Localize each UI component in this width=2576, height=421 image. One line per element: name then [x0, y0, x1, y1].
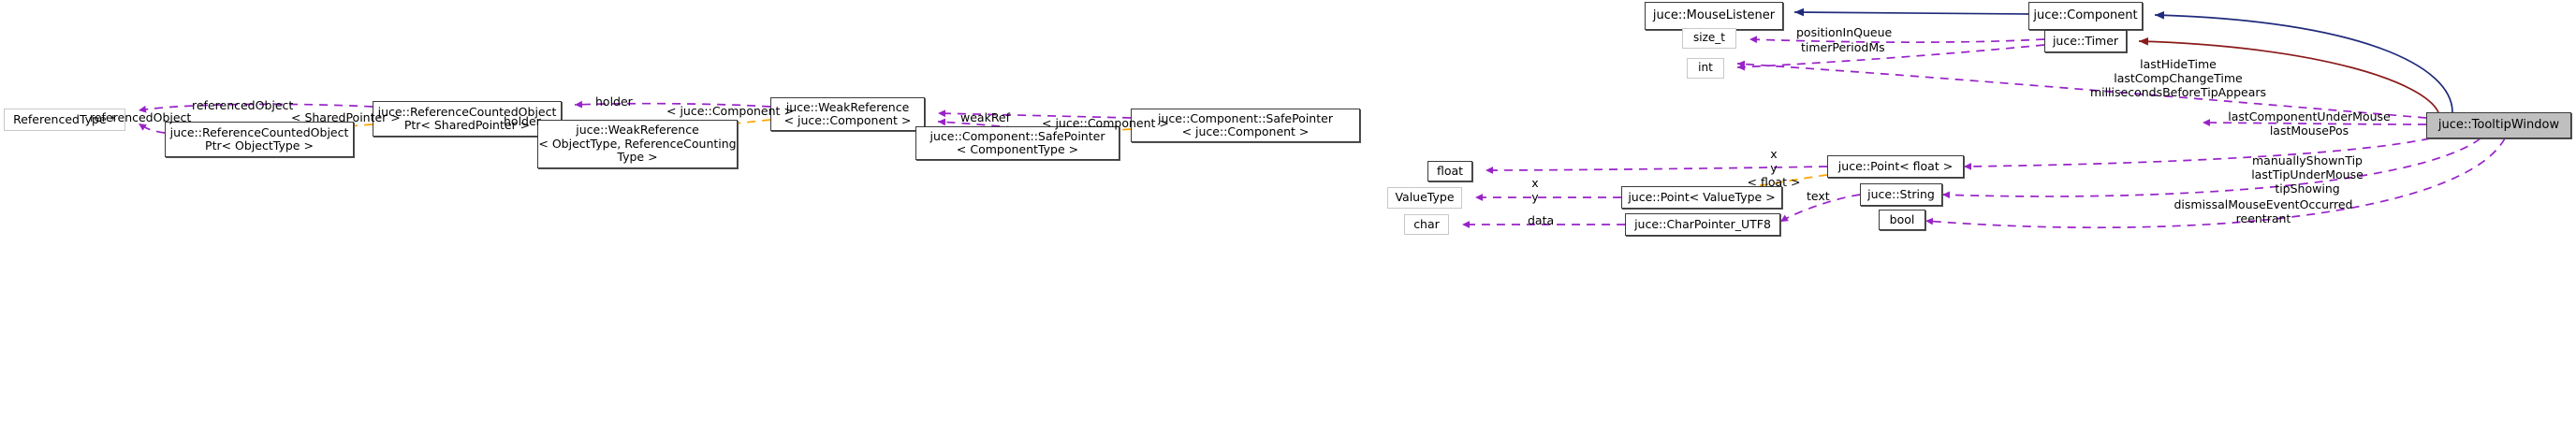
edge-timer-to-size_t [1749, 36, 2045, 44]
edge-label-lbl-referencedobject-top: referencedObject [192, 98, 294, 112]
node-bool[interactable]: bool [1879, 210, 1925, 230]
edge-label-lbl-lastcomponentundermouse: lastComponentUnderMouse lastMousePos [2228, 109, 2391, 138]
edge-tooltipwindow-to-bool [1925, 138, 2506, 229]
edge-label-lbl-holder-top: holder [595, 94, 633, 109]
node-point_float[interactable]: juce::Point< float > [1827, 155, 1964, 178]
edge-label-lbl-jcomponent-weakref: < juce::Component > [666, 104, 794, 118]
edge-string-to-charpointer [1779, 194, 1861, 223]
node-charpointer[interactable]: juce::CharPointer_UTF8 [1625, 213, 1780, 236]
node-int[interactable]: int [1687, 58, 1724, 79]
edge-label-lbl-xy-float: x y < float > [1747, 147, 1801, 189]
edge-label-lbl-dismissal: dismissalMouseEventOccurred reentrant [2174, 197, 2353, 225]
edge-timer-to-int [1736, 44, 2045, 71]
node-float[interactable]: float [1427, 161, 1472, 181]
edge-rcoptr-sharedpointer-to-referencedtype [138, 103, 373, 113]
node-rcoptr_object[interactable]: juce::ReferenceCountedObject Ptr< Object… [165, 122, 354, 157]
node-valuetype[interactable]: ValueType [1387, 187, 1462, 209]
edge-label-lbl-timerperiodms: timerPeriodMs [1801, 40, 1885, 54]
node-weakref_obj[interactable]: juce::WeakReference < ObjectType, Refere… [537, 120, 738, 168]
edge-component-to-mouselistener [1793, 7, 2029, 17]
edge-tooltipwindow-to-int [1736, 60, 2427, 119]
edge-tooltipwindow-to-pointfloat [1963, 138, 2431, 170]
node-referencedtype[interactable]: ReferencedType * [4, 109, 125, 131]
edge-tooltipwindow-to-timer [2138, 37, 2439, 113]
node-component[interactable]: juce::Component [2028, 2, 2143, 30]
edge-tooltipwindow-to-component [2154, 10, 2453, 113]
edge-label-lbl-data: data [1528, 213, 1555, 227]
node-string[interactable]: juce::String [1860, 183, 1942, 206]
edge-label-lbl-jcomponent-safeptr: < juce::Component > [1042, 116, 1169, 130]
edge-rcoptr-objecttype-to-referencedtype [138, 123, 166, 134]
node-timer[interactable]: juce::Timer [2044, 30, 2127, 52]
edge-label-lbl-text: text [1807, 189, 1830, 203]
edge-label-lbl-referencedobject-bot: referencedObject [90, 110, 192, 124]
edge-safepointer-component-to-weakreference-component [937, 109, 1132, 119]
edge-label-lbl-xy-valuetype: x y [1531, 176, 1539, 204]
edge-label-lbl-manuallyshowntip: manuallyShownTip lastTipUnderMouse tipSh… [2251, 153, 2364, 196]
node-point_valuetype[interactable]: juce::Point< ValueType > [1621, 186, 1782, 209]
node-tooltipwindow[interactable]: juce::TooltipWindow [2426, 112, 2571, 138]
node-safeptr_ct[interactable]: juce::Component::SafePointer < Component… [915, 126, 1120, 160]
usage-edges [138, 36, 2506, 229]
edge-label-lbl-holder-bot: holder [504, 114, 541, 128]
node-char[interactable]: char [1404, 214, 1449, 235]
edge-safepointer-componenttype-to-weakreference-component [937, 118, 1120, 136]
edge-label-lbl-positioninqueue: positionInQueue [1796, 25, 1893, 39]
edge-label-lbl-weakref: weakRef [960, 110, 1011, 124]
node-safeptr_comp[interactable]: juce::Component::SafePointer < juce::Com… [1131, 109, 1360, 142]
edge-label-lbl-inttriple: lastHideTime lastCompChangeTime millisec… [2089, 57, 2267, 99]
edge-tooltipwindow-to-string [1941, 138, 2481, 199]
node-weakref_comp[interactable]: juce::WeakReference < juce::Component > [770, 97, 925, 131]
edge-pointfloat-to-float [1485, 166, 1828, 174]
node-mouselistener[interactable]: juce::MouseListener [1645, 2, 1783, 30]
edge-label-lbl-sharedpointer: < SharedPointer > [291, 110, 401, 124]
edge-tooltipwindow-to-safepointer-component [2202, 119, 2427, 126]
inheritance-edges [1793, 7, 2453, 113]
edge-weakreference-component-to-rcoptr-sharedpointer [574, 100, 771, 109]
node-rcoptr_shared[interactable]: juce::ReferenceCountedObject Ptr< Shared… [373, 101, 562, 137]
node-size_t[interactable]: size_t [1682, 28, 1736, 49]
